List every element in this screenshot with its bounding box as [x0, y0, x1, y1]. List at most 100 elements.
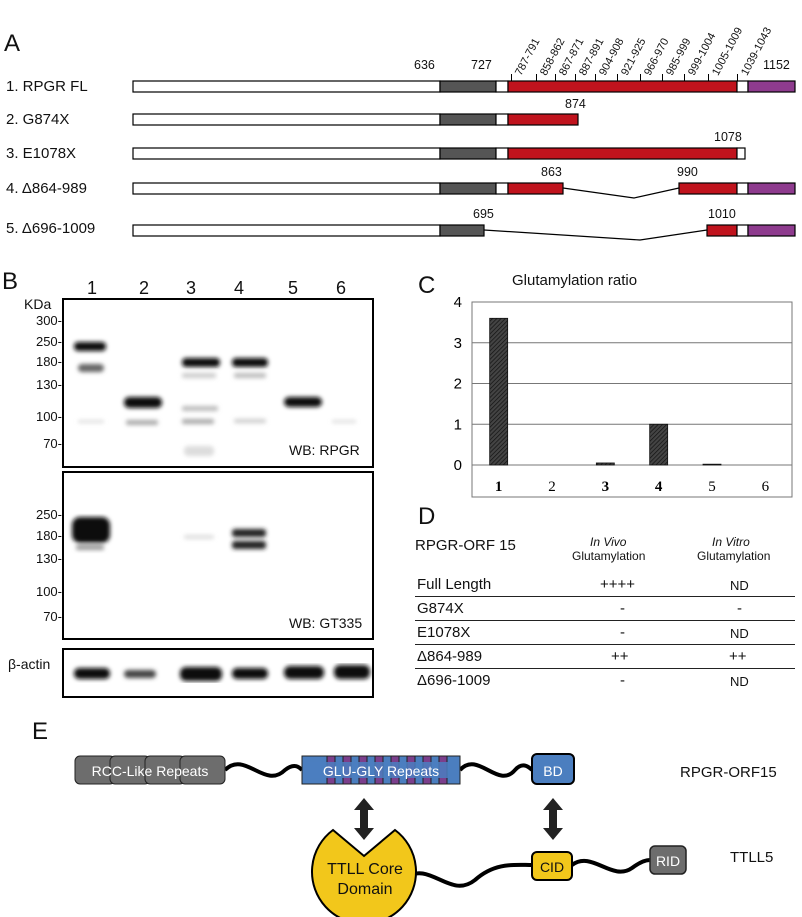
construct-label-d864-989: 4. Δ864-989 — [6, 180, 87, 197]
lane-number-5: 5 — [287, 278, 298, 298]
y-tick-label: 3 — [454, 335, 462, 352]
rid-label: RID — [655, 853, 681, 869]
table-row: Δ696-1009 - ND — [415, 670, 795, 692]
blot-gt335 — [62, 471, 374, 640]
bar-4 — [649, 423, 669, 466]
ttll5-name: TTLL5 — [730, 849, 774, 866]
row-invivo: - — [620, 624, 625, 641]
rcc-repeats-domain — [74, 755, 226, 785]
row-name: Δ696-1009 — [417, 672, 491, 689]
rpgr-orf15-name: RPGR-ORF15 — [680, 764, 777, 781]
pos-1078-label: 1078 — [714, 130, 742, 144]
y-tick-label: 0 — [454, 457, 462, 474]
mw-70-top: 70- — [43, 436, 62, 451]
mw-130-mid: 130- — [35, 551, 62, 566]
construct-diagram — [132, 80, 796, 241]
col-invitro-sub: Glutamylation — [697, 549, 771, 563]
table-row: G874X - - — [415, 598, 795, 621]
pos-863-label: 863 — [541, 165, 562, 179]
row-invivo: - — [620, 600, 625, 617]
lane-number-4: 4 — [233, 278, 244, 298]
construct-label-fl: 1. RPGR FL — [6, 78, 88, 95]
col-invitro-title: In Vitro — [712, 535, 750, 549]
row-name: E1078X — [417, 624, 471, 641]
construct-d696-1009-bar — [132, 224, 796, 241]
mw-130-top: 130- — [35, 377, 62, 392]
glu-gly-repeats-domain — [301, 755, 461, 785]
construct-label-g874x: 2. G874X — [6, 111, 70, 128]
chart-title: Glutamylation ratio — [512, 272, 638, 289]
lane-number-6: 6 — [335, 278, 346, 298]
x-tick-label: 2 — [548, 479, 556, 495]
table-row: Δ864-989 ++ ++ — [415, 646, 795, 669]
lane-number-3: 3 — [185, 278, 196, 298]
cid-domain — [531, 851, 573, 881]
slanted-range-tick — [575, 74, 576, 81]
x-tick-label: 1 — [495, 479, 503, 495]
kda-label: KDa — [24, 296, 52, 312]
construct-d864-989-bar — [132, 182, 796, 199]
slanted-range-tick — [737, 74, 738, 81]
row-invitro: ++ — [729, 648, 747, 665]
mw-300-top: 300- — [35, 313, 62, 328]
mw-250-top: 250- — [35, 334, 62, 349]
row-name: Full Length — [417, 576, 492, 593]
col-invivo-title: In Vivo — [590, 535, 627, 549]
row-invitro: - — [737, 600, 742, 617]
wb-rpgr-label: WB: RPGR — [289, 442, 360, 458]
slanted-range-tick — [684, 74, 685, 81]
pos-990-label: 990 — [677, 165, 698, 179]
panel-d-letter: D — [418, 503, 436, 530]
mw-250-mid: 250- — [35, 507, 62, 522]
row-name: G874X — [417, 600, 464, 617]
x-tick-label: 4 — [655, 479, 663, 495]
table-header-construct: RPGR-ORF 15 — [415, 537, 516, 554]
blot-actin — [62, 648, 374, 698]
x-tick-label: 6 — [762, 479, 770, 495]
x-tick-label: 3 — [602, 479, 610, 495]
actin-label: β-actin — [8, 656, 51, 672]
panel-b-letter: B — [2, 268, 19, 295]
x-tick-label: 5 — [708, 479, 716, 495]
row-invitro: ND — [730, 578, 749, 593]
mw-70-mid: 70- — [43, 609, 62, 624]
slanted-range-tick — [662, 74, 663, 81]
interaction-arrow-cid — [543, 798, 563, 840]
row-invitro: ND — [730, 626, 749, 641]
ttll-core-label-1: TTLL Core — [327, 861, 403, 878]
bd-label: BD — [543, 763, 563, 779]
slanted-range-tick — [708, 74, 709, 81]
construct-fl-bar — [132, 80, 796, 93]
mw-100-mid: 100- — [35, 584, 62, 599]
mw-180-mid: 180- — [35, 528, 62, 543]
construct-g874x-bar — [132, 113, 579, 126]
glu-gly-label: GLU-GLY Repeats — [322, 763, 440, 779]
y-tick-label: 1 — [454, 416, 462, 433]
table-row: E1078X - ND — [415, 622, 795, 645]
construct-label-d696-1009: 5. Δ696-1009 — [6, 220, 96, 237]
lane-number-1: 1 — [86, 278, 97, 298]
bar-3 — [595, 462, 615, 466]
row-invivo: - — [620, 672, 625, 689]
pos-695-label: 695 — [473, 207, 494, 221]
wb-gt335-label: WB: GT335 — [289, 615, 363, 631]
pos-1010-label: 1010 — [708, 207, 736, 221]
col-invivo-sub: Glutamylation — [572, 549, 646, 563]
lane-number-2: 2 — [138, 278, 149, 298]
bd-domain — [531, 753, 575, 785]
rcc-label: RCC-Like Repeats — [91, 763, 209, 779]
rid-domain — [649, 845, 687, 875]
row-invivo: ++++ — [600, 576, 636, 593]
cid-label: CID — [539, 859, 565, 875]
panel-c-letter: C — [418, 272, 436, 299]
interaction-arrow-core — [354, 798, 374, 840]
slanted-range-tick — [617, 74, 618, 81]
chart-frame — [471, 301, 793, 498]
pos-636-label: 636 — [414, 58, 435, 72]
panel-a-letter: A — [4, 30, 21, 57]
mw-100-top: 100- — [35, 409, 62, 424]
bar-5 — [702, 463, 722, 466]
slanted-range-tick — [536, 74, 537, 81]
slanted-range-tick — [595, 74, 596, 81]
